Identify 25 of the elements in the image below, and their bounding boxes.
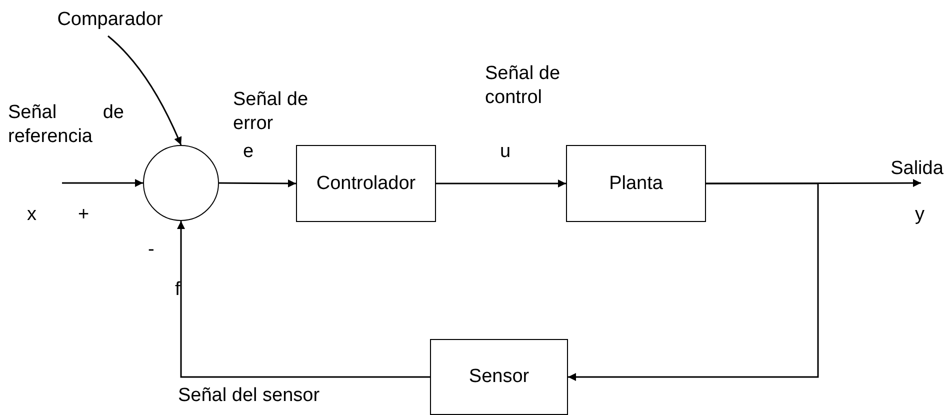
plant-block — [566, 145, 706, 222]
block-label: Controlador — [316, 172, 416, 194]
arrow — [706, 179, 921, 188]
arrow — [219, 179, 296, 188]
output-label: Salida — [890, 158, 944, 180]
sign-symbol: - — [148, 238, 154, 262]
arrow — [177, 221, 430, 378]
leader-line — [108, 35, 182, 146]
arrow — [568, 182, 819, 381]
signal-symbol: e — [243, 140, 254, 164]
sensor-signal-label: Señal del sensor — [178, 384, 320, 408]
control-signal-label: Señal de control — [485, 62, 562, 110]
comparator-label: Comparador — [57, 9, 163, 31]
block-label: Planta — [609, 172, 663, 194]
arrow — [62, 179, 143, 187]
signal-symbol: f — [175, 278, 180, 302]
signal-symbol: u — [500, 140, 511, 164]
signal-symbol: x — [27, 203, 36, 227]
block-label: Sensor — [468, 366, 530, 388]
signal-symbol: y — [915, 203, 924, 227]
sensor-block — [430, 339, 568, 415]
reference-signal-label: Señal de referencia — [8, 101, 124, 149]
sign-symbol: + — [78, 203, 90, 227]
arrow — [436, 180, 566, 188]
controller-block — [296, 145, 436, 222]
